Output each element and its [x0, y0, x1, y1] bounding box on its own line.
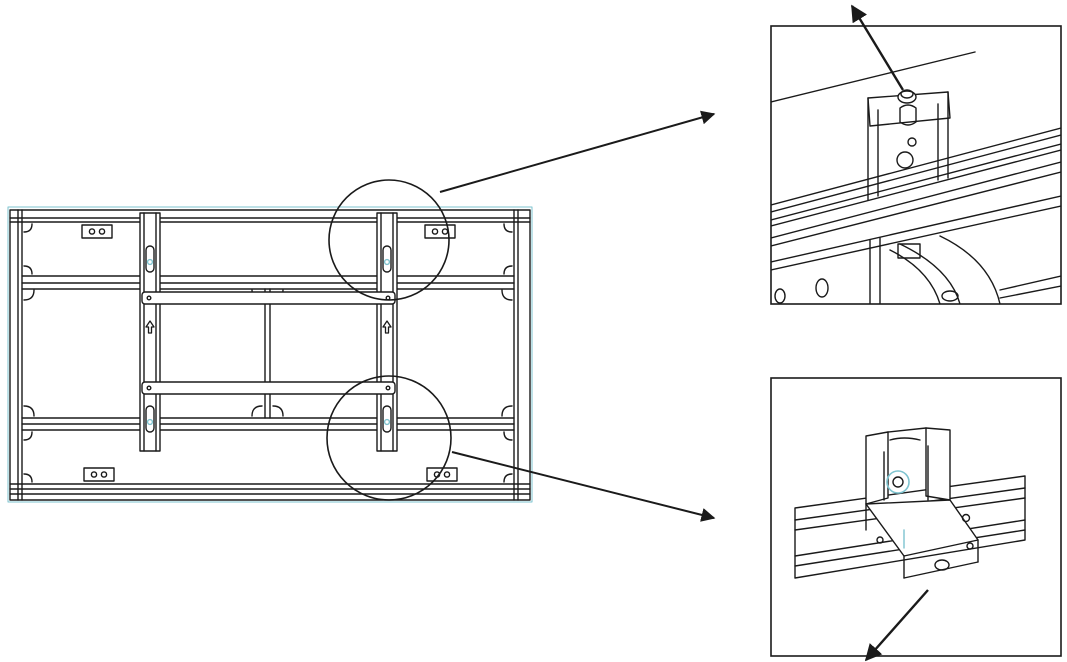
callout-circle-top: [328, 179, 450, 301]
mounting-bracket-right: [376, 212, 398, 452]
mounting-bracket-left: [139, 212, 161, 452]
cabinet-frame: [7, 206, 533, 503]
pointer-arrow-bottom: [451, 451, 716, 522]
up-arrow-icon: [145, 320, 155, 334]
detail-view-bottom: [770, 377, 1062, 662]
pull-arrow-bottom: [864, 589, 929, 662]
pointer-arrow-top: [439, 110, 716, 193]
cross-bars: [141, 291, 396, 395]
up-arrow-icon: [382, 320, 392, 334]
callout-circle-bottom: [326, 375, 452, 501]
detail-view-top: [770, 4, 1062, 305]
pull-arrow-top: [850, 4, 905, 91]
